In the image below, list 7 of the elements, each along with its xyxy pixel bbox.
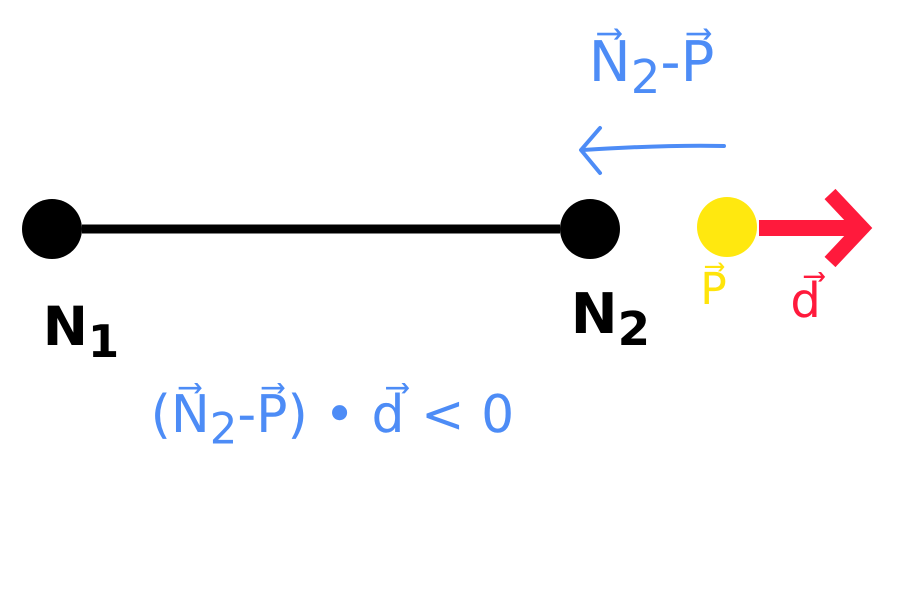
point-label: N$_{1}$ <box>42 294 120 367</box>
vector-label: d⃗ <box>788 270 833 328</box>
point-label: N$_{2}$ <box>570 280 652 356</box>
point-label: P⃗ <box>699 262 728 315</box>
vector-label: N⃗$_{2}$-P⃗ <box>588 28 716 104</box>
formula-text: (N⃗$_{2}$-P⃗) • d⃗ < 0 <box>150 382 516 454</box>
connecting-line <box>82 224 560 234</box>
